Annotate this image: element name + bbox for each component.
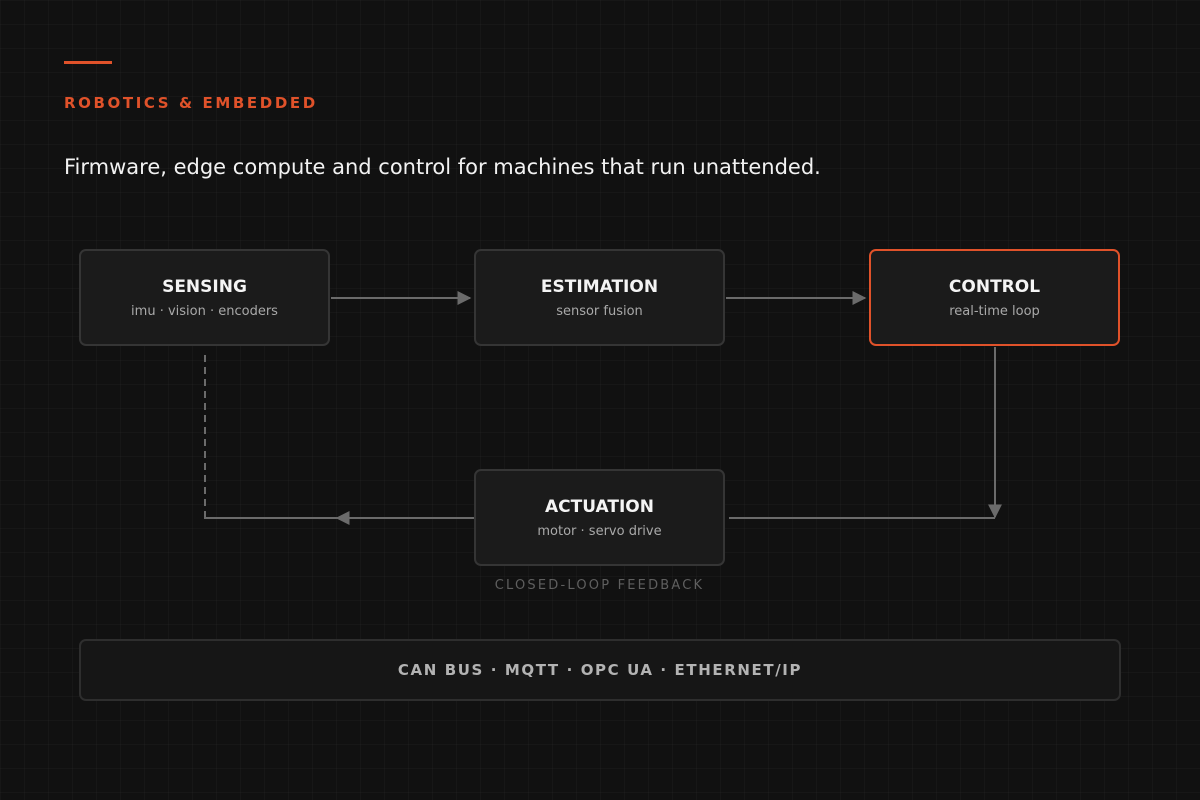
loop-label: CLOSED-LOOP FEEDBACK [494, 578, 705, 593]
node-title: SENSING [162, 276, 247, 297]
node-subtitle: real-time loop [949, 303, 1040, 319]
node-control: CONTROL real-time loop [869, 249, 1120, 346]
node-subtitle: sensor fusion [556, 303, 643, 319]
node-subtitle: motor · servo drive [537, 523, 662, 539]
protocol-bus-bar: CAN BUS · MQTT · OPC UA · ETHERNET/IP [79, 639, 1121, 701]
accent-bar [64, 61, 112, 64]
page-headline: Firmware, edge compute and control for m… [64, 155, 821, 179]
node-title: ACTUATION [545, 496, 654, 517]
node-sensing: SENSING imu · vision · encoders [79, 249, 330, 346]
node-title: CONTROL [948, 276, 1041, 297]
node-title: ESTIMATION [540, 276, 659, 297]
node-subtitle: imu · vision · encoders [131, 303, 278, 319]
protocol-bus-label: CAN BUS · MQTT · OPC UA · ETHERNET/IP [397, 661, 803, 679]
section-eyebrow: ROBOTICS & EMBEDDED [64, 94, 318, 112]
node-estimation: ESTIMATION sensor fusion [474, 249, 725, 346]
node-actuation: ACTUATION motor · servo drive [474, 469, 725, 566]
